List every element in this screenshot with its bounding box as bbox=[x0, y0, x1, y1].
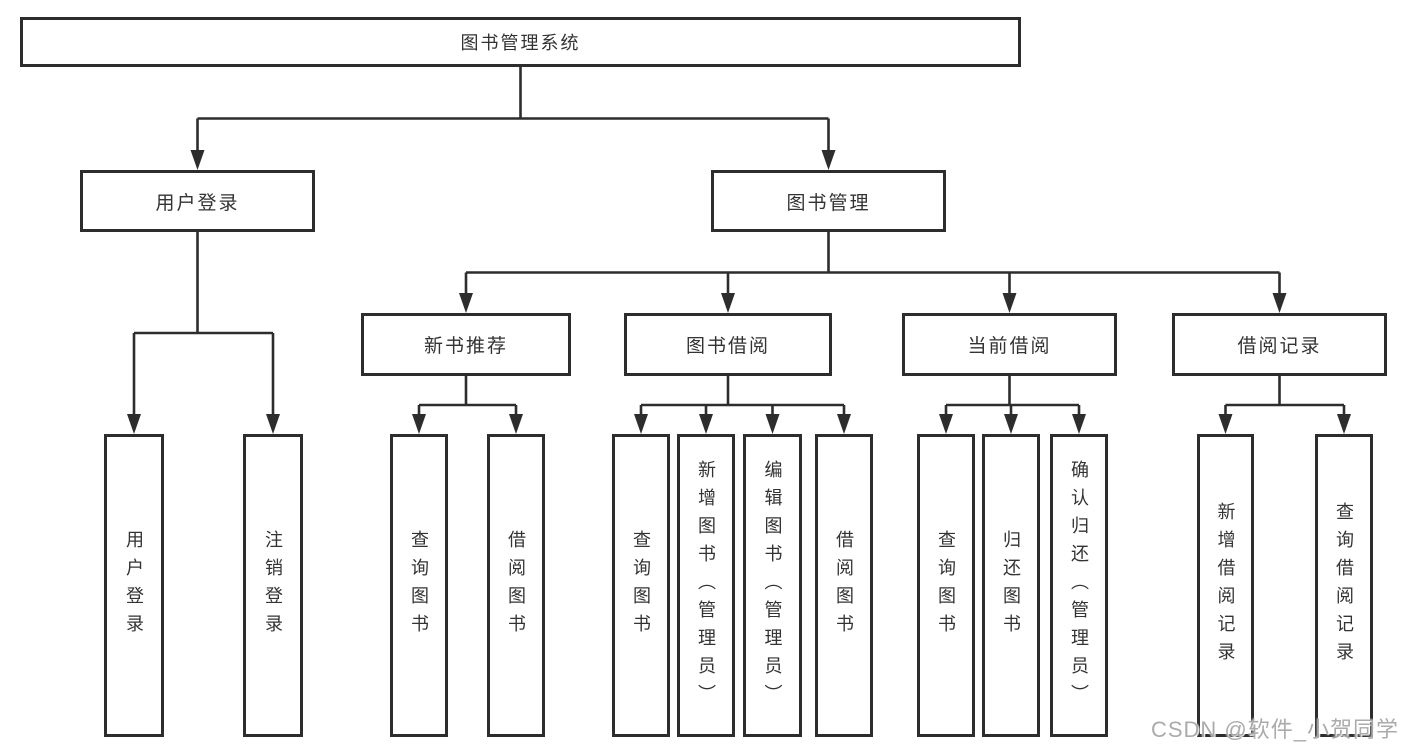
node-borrowing-records: 借阅记录 bbox=[1172, 313, 1387, 376]
node-leaf-return-books: 归还图书 bbox=[982, 434, 1040, 737]
node-leaf-query-borrow-record: 查询借阅记录 bbox=[1315, 434, 1373, 737]
node-leaf-query-books-3: 查询图书 bbox=[917, 434, 975, 737]
node-label: 注销登录 bbox=[263, 529, 283, 642]
node-book-borrowing: 图书借阅 bbox=[624, 313, 832, 376]
node-label: 新增借阅记录 bbox=[1215, 501, 1236, 670]
node-new-book-recommendation: 新书推荐 bbox=[361, 313, 571, 376]
node-current-borrowing: 当前借阅 bbox=[902, 313, 1117, 376]
node-user-login: 用户登录 bbox=[80, 170, 315, 232]
node-label: 借阅图书 bbox=[834, 529, 854, 642]
node-label: 借阅图书 bbox=[506, 529, 526, 642]
node-leaf-logout: 注销登录 bbox=[243, 434, 303, 737]
node-label: 新书推荐 bbox=[423, 336, 508, 357]
node-leaf-borrow-books-2: 借阅图书 bbox=[815, 434, 873, 737]
node-leaf-edit-books-admin: 编辑图书（管理员） bbox=[743, 434, 802, 737]
node-label: 查询借阅记录 bbox=[1334, 501, 1354, 670]
node-label: 查询图书 bbox=[936, 529, 956, 642]
node-label: 图书借阅 bbox=[685, 336, 770, 357]
node-label: 图书管理 bbox=[786, 192, 871, 214]
node-library-management-system: 图书管理系统 bbox=[20, 17, 1021, 67]
node-label: 新增图书（管理员） bbox=[696, 459, 716, 712]
node-leaf-user-login: 用户登录 bbox=[104, 434, 164, 737]
node-leaf-add-books-admin: 新增图书（管理员） bbox=[677, 434, 735, 737]
node-leaf-confirm-return-admin: 确认归还（管理员） bbox=[1050, 434, 1108, 737]
node-book-management: 图书管理 bbox=[711, 170, 946, 232]
node-label: 用户登录 bbox=[124, 529, 144, 642]
node-leaf-add-borrow-record: 新增借阅记录 bbox=[1197, 434, 1254, 737]
node-leaf-query-books-2: 查询图书 bbox=[612, 434, 670, 737]
node-label: 用户登录 bbox=[155, 192, 240, 214]
node-label: 当前借阅 bbox=[967, 336, 1052, 357]
node-label: 确认归还（管理员） bbox=[1069, 459, 1089, 712]
node-label: 编辑图书（管理员） bbox=[762, 459, 783, 712]
node-label: 图书管理系统 bbox=[460, 33, 581, 53]
node-label: 查询图书 bbox=[631, 529, 651, 642]
node-leaf-borrow-books-1: 借阅图书 bbox=[487, 434, 545, 737]
node-label: 归还图书 bbox=[1001, 529, 1021, 642]
csdn-watermark: CSDN @软件_小贺同学 bbox=[1150, 717, 1399, 742]
node-label: 借阅记录 bbox=[1237, 336, 1322, 357]
node-leaf-query-books-1: 查询图书 bbox=[390, 434, 448, 737]
node-label: 查询图书 bbox=[409, 529, 429, 642]
